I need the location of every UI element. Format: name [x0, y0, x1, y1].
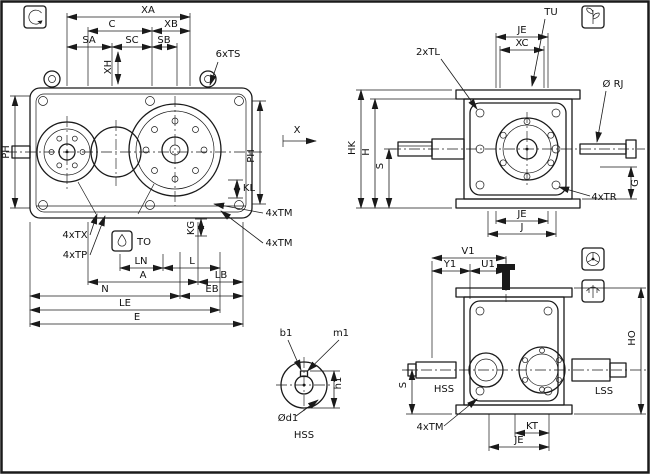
plug-label-to: TO — [136, 237, 151, 248]
dim-label-xh: XH — [103, 60, 114, 74]
holes-label-tx: 4xTX — [62, 230, 87, 241]
dim-label-je: JE — [513, 435, 523, 446]
holes-label-tl: 2xTL — [416, 47, 440, 58]
bottom-flange — [455, 198, 581, 209]
dim-label-ho: HO — [627, 330, 638, 346]
top-flange — [455, 287, 573, 298]
dim-label-sb: SB — [157, 35, 170, 46]
rotation-direction-icon — [23, 5, 47, 29]
output-view — [402, 256, 646, 415]
seal-symbol-icon — [581, 279, 605, 303]
top-flange — [455, 89, 581, 100]
lifting-eye-right — [199, 70, 217, 88]
dim-label-v1: V1 — [461, 246, 474, 257]
side-view — [390, 89, 645, 209]
dim-label-kt: KT — [526, 421, 539, 432]
dim-label-e: E — [134, 312, 140, 323]
dim-label-xb: XB — [164, 19, 178, 30]
side-view-dimensions: TU JE XC 2xTL Ø RJ HK H S G 4xTR JE J — [347, 5, 641, 238]
dim-label-u1: U1 — [481, 259, 495, 270]
dim-label-kl: KL — [243, 183, 256, 194]
dim-label-kg: KG — [186, 221, 197, 235]
holes-label-tp: 4xTP — [63, 250, 87, 261]
oil-drain-symbol-icon — [111, 230, 133, 252]
dim-label-xc: XC — [515, 38, 528, 49]
holes-label-tr: 4xTR — [591, 192, 616, 203]
dim-label-y1: Y1 — [443, 259, 456, 270]
plug-label-tu: TU — [543, 7, 557, 18]
holes-label-tm: 4xTM — [416, 422, 443, 433]
holes-label-tm-lower: 4xTM — [265, 238, 292, 249]
breather-symbol-icon — [581, 5, 605, 29]
lifting-eye-left — [43, 70, 61, 88]
housing-body — [463, 296, 565, 406]
dim-label-g: G — [630, 179, 641, 187]
bottom-flange — [455, 404, 573, 415]
front-view — [6, 70, 262, 219]
dim-label-c: C — [109, 19, 116, 30]
dim-label-je-bottom: JE — [516, 209, 526, 220]
dim-label-ph-left: PH — [1, 145, 12, 159]
dim-label-a: A — [140, 270, 147, 281]
dim-label-eb: EB — [205, 284, 218, 295]
dim-label-hk: HK — [347, 141, 358, 156]
dim-label-le: LE — [119, 298, 131, 309]
dim-label-j: J — [520, 222, 524, 233]
dim-label-rj: Ø RJ — [603, 78, 624, 90]
holes-label-tm-upper: 4xTM — [265, 208, 292, 219]
dim-label-m1: m1 — [333, 328, 349, 339]
dim-label-lb: LB — [215, 270, 228, 281]
dim-label-d1: Ød1 — [278, 412, 299, 424]
shaft-label-hss: HSS — [294, 430, 314, 441]
dim-label-b1: b1 — [280, 328, 293, 339]
axis-label-x: X — [294, 125, 301, 136]
shaft-label-lss: LSS — [595, 386, 613, 397]
dim-label-s: S — [375, 163, 386, 169]
dim-label-sc: SC — [125, 35, 138, 46]
dim-label-je-top: JE — [516, 25, 526, 36]
dim-label-ph-right: PH — [246, 149, 257, 163]
holes-label-ts: 6xTS — [216, 49, 241, 60]
dim-label-s: S — [398, 382, 409, 388]
dim-label-ln: LN — [134, 256, 147, 267]
output-view-dimensions: V1 Y1 U1 HO S HSS LSS 4xTM KT JE — [398, 246, 646, 451]
fan-symbol-icon — [581, 247, 605, 271]
dim-label-sa: SA — [82, 35, 96, 46]
dim-label-h: H — [361, 148, 372, 156]
dim-label-l: L — [189, 256, 195, 267]
front-view-dimensions: XA C XB SA SC SB XH 6xTS PH PH X KL KG 4… — [1, 5, 317, 328]
dim-label-h1: h1 — [333, 377, 344, 390]
shaft-end-detail: b1 m1 h1 Ød1 HSS — [276, 328, 349, 441]
shaft-label-hss: HSS — [434, 384, 454, 395]
dim-label-xa: XA — [141, 5, 155, 16]
dim-label-n: N — [101, 284, 108, 295]
